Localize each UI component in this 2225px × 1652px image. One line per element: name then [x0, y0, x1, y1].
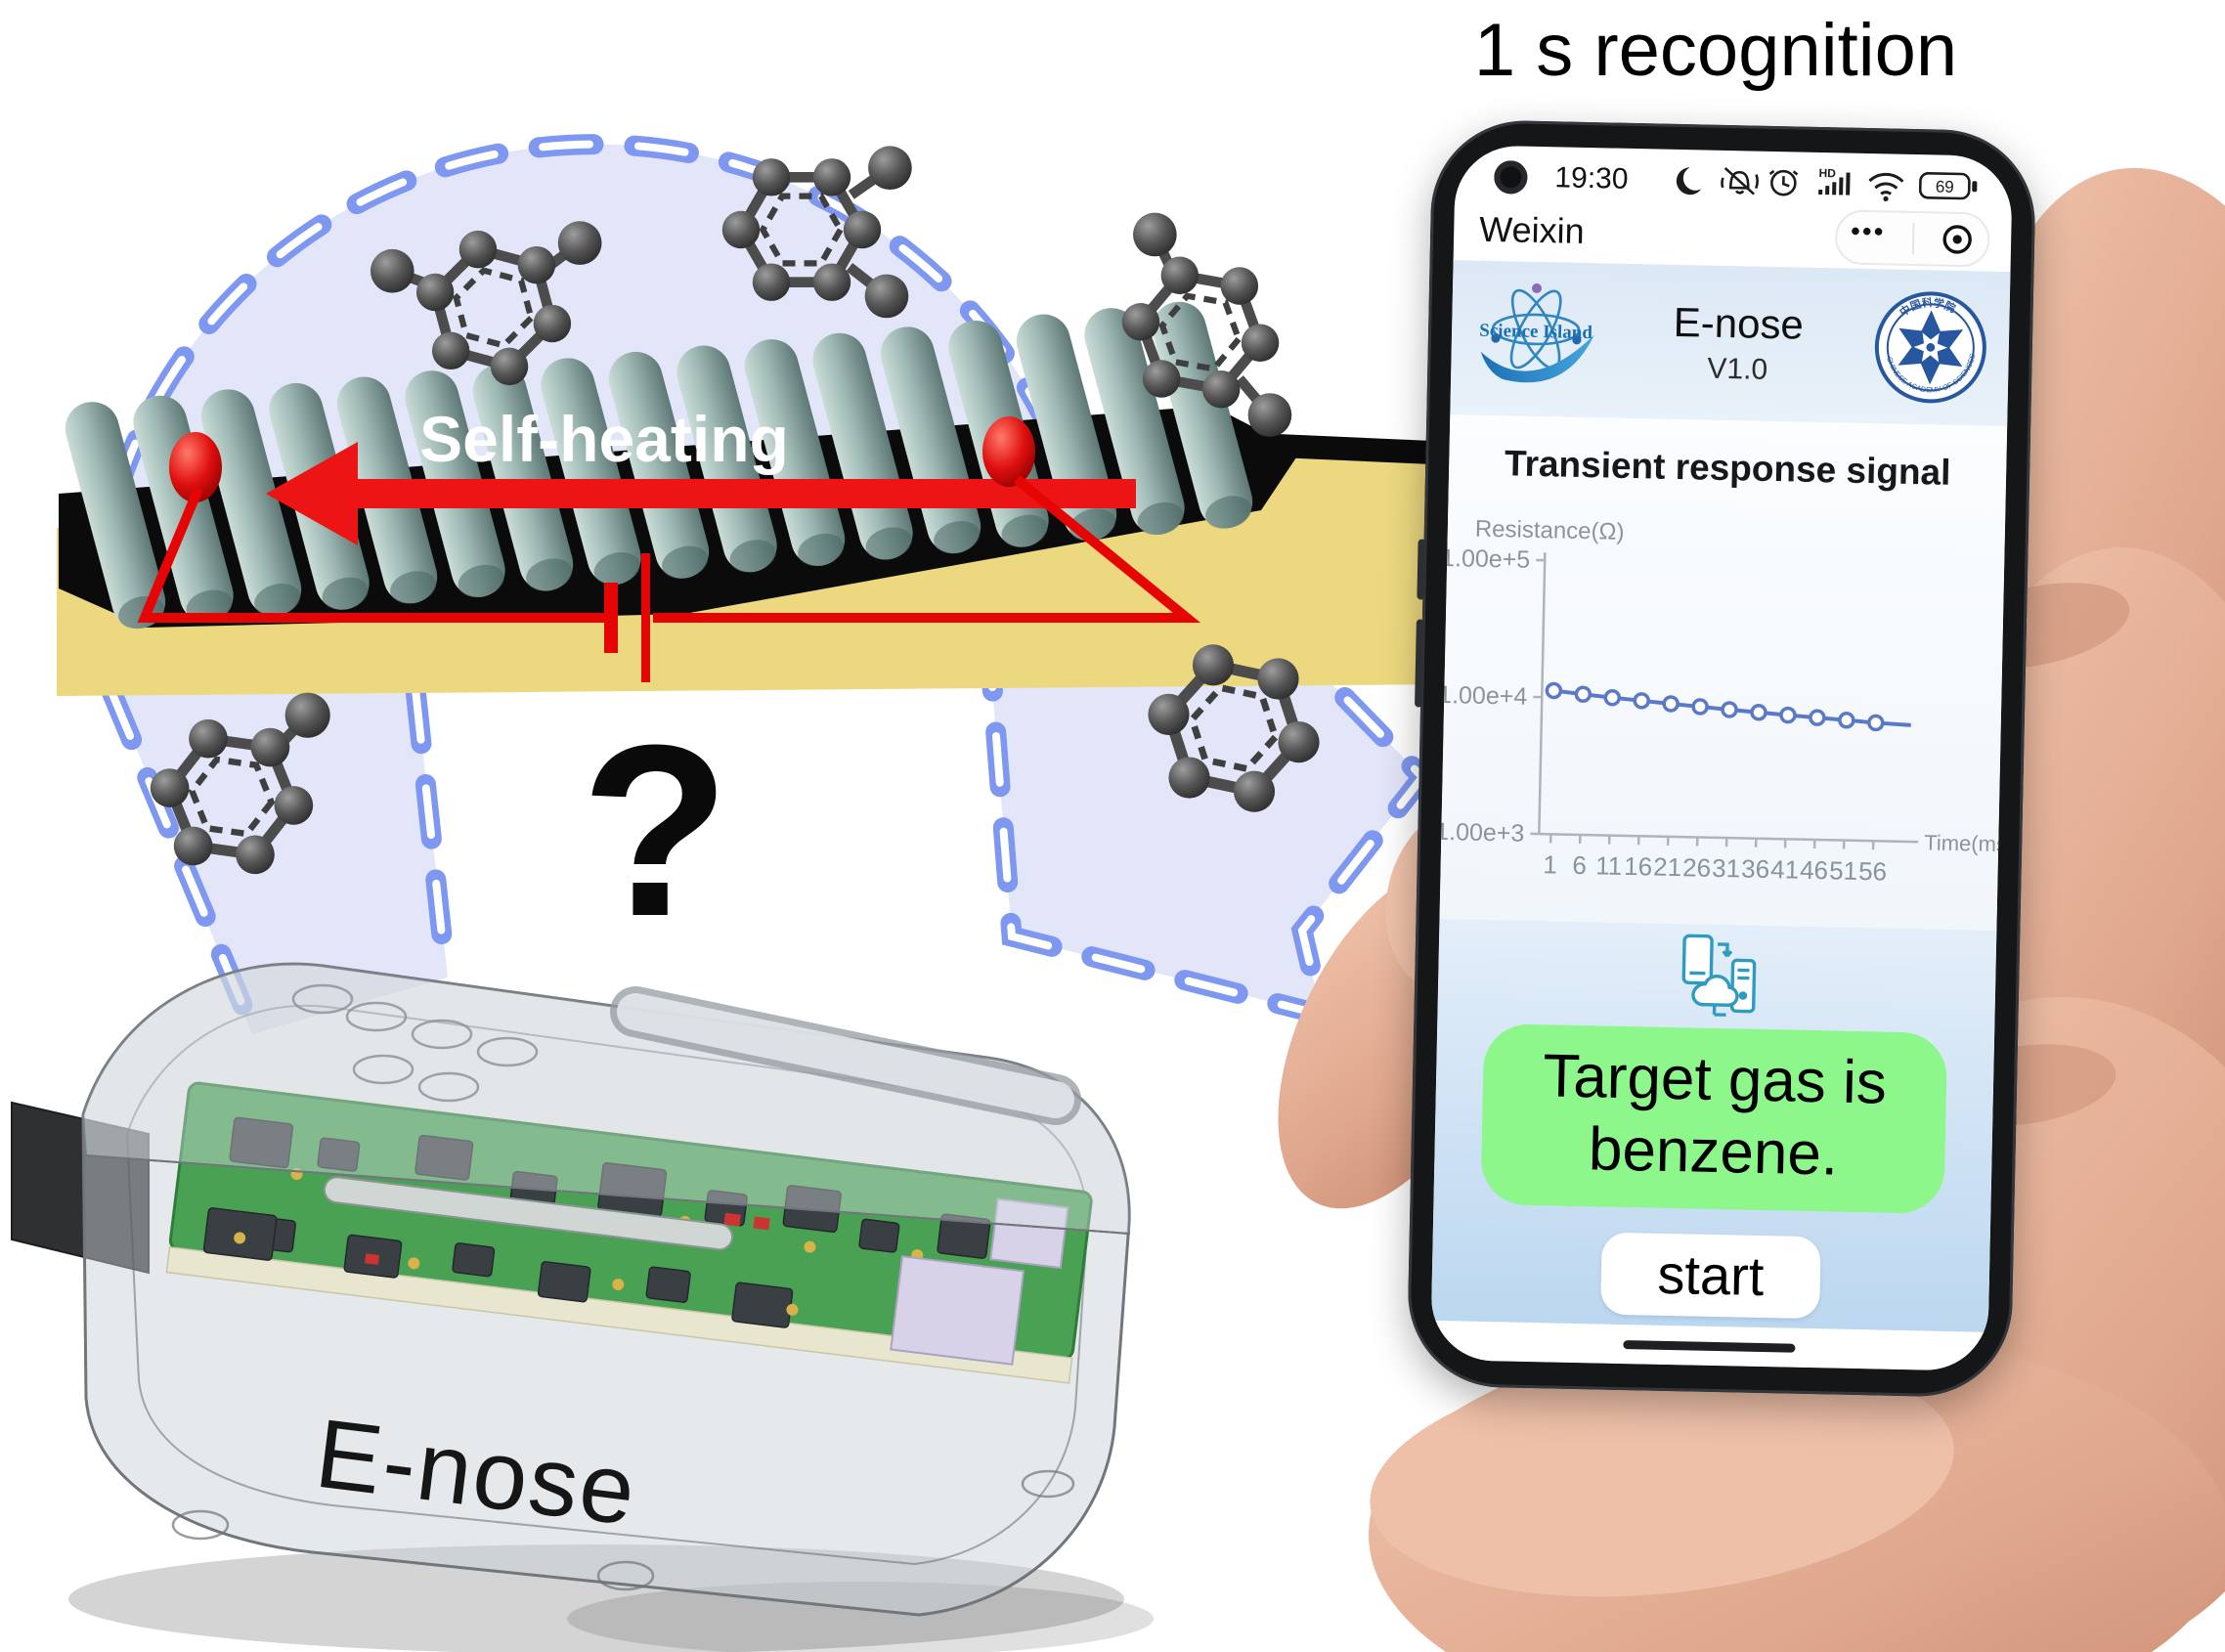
- pcb-components: [202, 1116, 991, 1328]
- question-mark: ?: [581, 694, 730, 967]
- night-mode-icon: [1676, 167, 1702, 196]
- capsule-divider: [1911, 222, 1915, 255]
- miniprogram-capsule: •••: [1834, 209, 1990, 268]
- pinky-finger: [1370, 1355, 1954, 1597]
- smartphone: 19:30 HD: [1406, 118, 2037, 1399]
- sensor-tube: [323, 1176, 734, 1251]
- device-lid: [81, 963, 1131, 1236]
- current-arrow: [266, 442, 1136, 545]
- device-shell-inner-line: [125, 1004, 1089, 1566]
- gas-dome-dash-inner: [94, 140, 1097, 588]
- camera-punch-hole: [1494, 160, 1528, 195]
- svg-text:56: 56: [1858, 856, 1888, 887]
- status-icons: HD 69: [1676, 166, 1978, 201]
- svg-text:1: 1: [1543, 849, 1557, 879]
- device-pcb: [165, 1081, 1093, 1384]
- svg-text:36: 36: [1741, 853, 1770, 884]
- app-bar: Weixin •••: [1454, 197, 2012, 272]
- miniprogram-header: Science Island E-nose V1.0: [1450, 260, 2011, 427]
- svg-text:51: 51: [1829, 855, 1858, 886]
- alarm-icon: [1768, 169, 1799, 196]
- app-title-block: E-nose V1.0: [1603, 297, 1873, 389]
- close-circle-button[interactable]: [1941, 223, 1975, 257]
- app-version: V1.0: [1707, 352, 1768, 386]
- mute-icon: [1721, 166, 1759, 196]
- aromatic-molecule: [370, 221, 602, 386]
- chart-title: Transient response signal: [1504, 443, 1951, 493]
- connector-large: [890, 1255, 1025, 1366]
- gesture-bar[interactable]: [1623, 1339, 1796, 1353]
- status-time: 19:30: [1554, 161, 1629, 196]
- svg-text:11: 11: [1595, 850, 1623, 881]
- svg-text:41: 41: [1770, 854, 1800, 885]
- heating-circuit: [137, 475, 1201, 623]
- battery-plate-short: [604, 583, 618, 653]
- page-title: 1 s recognition: [1473, 9, 1958, 92]
- connector-small: [989, 1197, 1069, 1270]
- svg-text:6: 6: [1572, 850, 1587, 880]
- science-island-logo: Science Island: [1479, 283, 1595, 383]
- cloud-sync-icon: [1681, 934, 1757, 1017]
- start-button[interactable]: start: [1600, 1232, 1821, 1320]
- svg-text:69: 69: [1936, 177, 1954, 196]
- svg-text:1.00e+5: 1.00e+5: [1441, 544, 1531, 574]
- signal-icon: HD: [1818, 166, 1851, 196]
- battery-plate-long: [641, 553, 650, 682]
- volume-button[interactable]: [1417, 539, 1426, 600]
- chart-section: Transient response signal Resistance(Ω)1…: [1439, 414, 2008, 931]
- svg-text:HD: HD: [1818, 166, 1836, 180]
- svg-text:26: 26: [1682, 852, 1712, 883]
- device-card-tab: [11, 1101, 150, 1275]
- more-menu-button[interactable]: •••: [1850, 215, 1886, 247]
- svg-text:1.00e+4: 1.00e+4: [1440, 681, 1528, 711]
- svg-text:31: 31: [1712, 853, 1741, 884]
- electrode-right: [982, 416, 1035, 487]
- result-message-line1: Target gas is: [1542, 1042, 1888, 1117]
- svg-text:21: 21: [1653, 852, 1682, 883]
- battery-icon: 69: [1918, 171, 1978, 200]
- science-island-logo-text: Science Island: [1479, 321, 1592, 343]
- enose-device: E-nose: [11, 962, 1154, 1652]
- result-message-line2: benzene.: [1588, 1115, 1839, 1189]
- svg-text:1.00e+3: 1.00e+3: [1440, 818, 1525, 848]
- self-heating-sensor: Self-heating: [57, 301, 1455, 696]
- svg-text:Time(ms): Time(ms): [1924, 830, 2005, 856]
- benzene-molecule: [1148, 644, 1320, 812]
- gas-molecules: [150, 146, 1320, 875]
- phone-screen: 19:30 HD: [1430, 145, 2013, 1371]
- app-name: E-nose: [1673, 298, 1805, 348]
- aromatic-molecule: [150, 692, 330, 875]
- status-bar: 19:30 HD: [1455, 145, 2013, 209]
- wifi-icon: [1868, 172, 1904, 201]
- power-button[interactable]: [1415, 619, 1424, 708]
- aromatic-molecule: [721, 146, 912, 319]
- self-heating-label: Self-heating: [419, 403, 789, 475]
- app-bar-title: Weixin: [1478, 208, 1586, 251]
- case-screw-bosses: [171, 1469, 1075, 1591]
- result-section: Target gas is benzene. start: [1430, 918, 1997, 1332]
- result-message-bubble: Target gas is benzene.: [1480, 1022, 1948, 1214]
- svg-text:46: 46: [1800, 855, 1829, 886]
- svg-text:16: 16: [1624, 851, 1653, 882]
- lid-vent-holes: [291, 983, 539, 1103]
- cas-emblem: 中国科学院 CHINESE ACADEMY OF SCIENCES: [1874, 291, 1986, 404]
- electrode-left: [169, 432, 222, 502]
- svg-text:Resistance(Ω): Resistance(Ω): [1475, 516, 1625, 545]
- aromatic-molecule: [1121, 212, 1292, 437]
